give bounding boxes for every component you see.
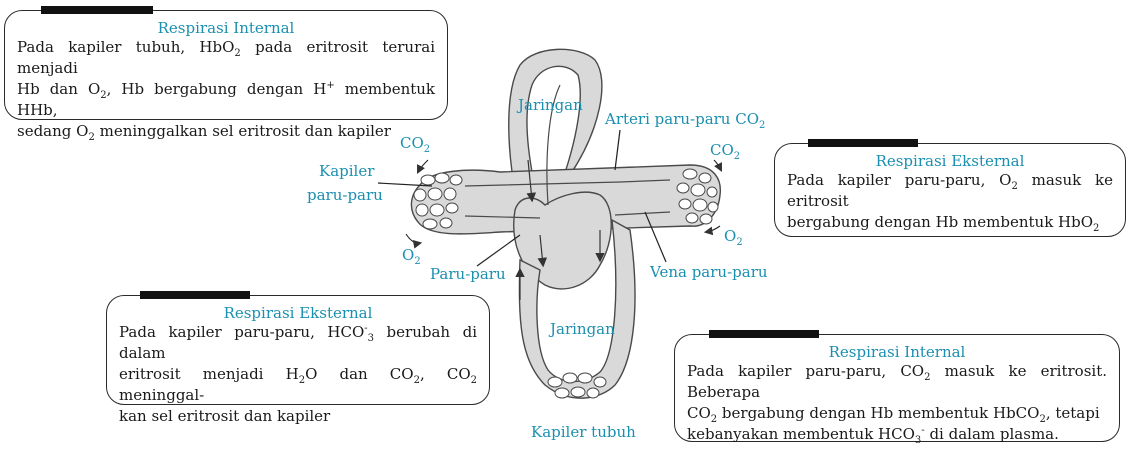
gas-arrows [405, 159, 722, 249]
lower-tissue-loop [518, 218, 636, 399]
box-internal-respiration-co2: Respirasi Internal Pada kapiler paru-par… [674, 330, 1120, 446]
text-line: Pada kapiler paru-paru, CO2 masuk ke eri… [687, 362, 1107, 401]
box-title: Respirasi Internal [828, 343, 966, 361]
box-external-respiration-lung: Respirasi Eksternal Pada kapiler paru-pa… [774, 139, 1126, 237]
vessel-channels [464, 84, 671, 219]
text-line: Hb dan O2, Hb bergabung dengan H+ memben… [17, 80, 436, 119]
label-paru-paru: Paru-paru [430, 265, 506, 283]
box-text: Pada kapiler tubuh, HbO2 pada eritrosit … [17, 37, 436, 143]
box-tab-bar [140, 291, 250, 299]
label-jaringan-bottom: Jaringan [550, 320, 615, 338]
box-title: Respirasi Internal [157, 19, 295, 37]
text-line: bergabung dengan Hb membentuk HbO2 [787, 213, 1100, 234]
label-vena-paru: Vena paru-paru [650, 263, 768, 281]
box-tab-bar [709, 330, 819, 338]
text-line: eritrosit menjadi H2O dan CO2, CO2 menin… [119, 365, 478, 404]
label-co2-right: CO2 [710, 141, 741, 162]
text-line: Pada kapiler paru-paru, O2 masuk ke erit… [787, 171, 1113, 210]
label-kapiler-paru-line2: paru-paru [307, 186, 383, 204]
text-line: kan sel eritrosit dan kapiler [119, 407, 331, 425]
text-line: Pada kapiler tubuh, HbO2 pada eritrosit … [17, 38, 435, 77]
box-text: Pada kapiler paru-paru, HCO-3 berubah di… [119, 322, 477, 427]
label-arteri-paru: Arteri paru-paru CO2 [605, 110, 766, 131]
text-line: kebanyakan membentuk HCO3- di dalam plas… [687, 425, 1059, 446]
box-tab-bar [808, 139, 918, 147]
box-internal-respiration-body: Respirasi Internal Pada kapiler tubuh, H… [4, 6, 448, 143]
text-line: CO2 bergabung dengan Hb membentuk HbCO2,… [687, 404, 1100, 425]
label-o2-right: O2 [724, 227, 743, 248]
text-line: Pada kapiler paru-paru, HCO-3 berubah di… [119, 323, 478, 362]
box-text: Pada kapiler paru-paru, O2 masuk ke erit… [787, 170, 1113, 234]
label-kapiler-paru-line1: Kapiler [319, 162, 375, 180]
label-jaringan-top: Jaringan [518, 96, 583, 114]
box-title: Respirasi Eksternal [875, 152, 1025, 170]
text-line: sedang O2 meninggalkan sel eritrosit dan… [17, 122, 391, 143]
box-title: Respirasi Eksternal [223, 304, 373, 322]
box-external-respiration-bicarbonate: Respirasi Eksternal Pada kapiler paru-pa… [106, 291, 490, 425]
leader-lines [377, 129, 667, 267]
box-text: Pada kapiler paru-paru, CO2 masuk ke eri… [687, 361, 1107, 446]
label-co2-left: CO2 [400, 134, 431, 155]
box-tab-bar [41, 6, 153, 14]
flow-arrows [515, 159, 605, 300]
capillary-mesh [413, 168, 719, 399]
label-kapiler-tubuh: Kapiler tubuh [531, 423, 636, 441]
label-o2-left: O2 [402, 246, 421, 267]
